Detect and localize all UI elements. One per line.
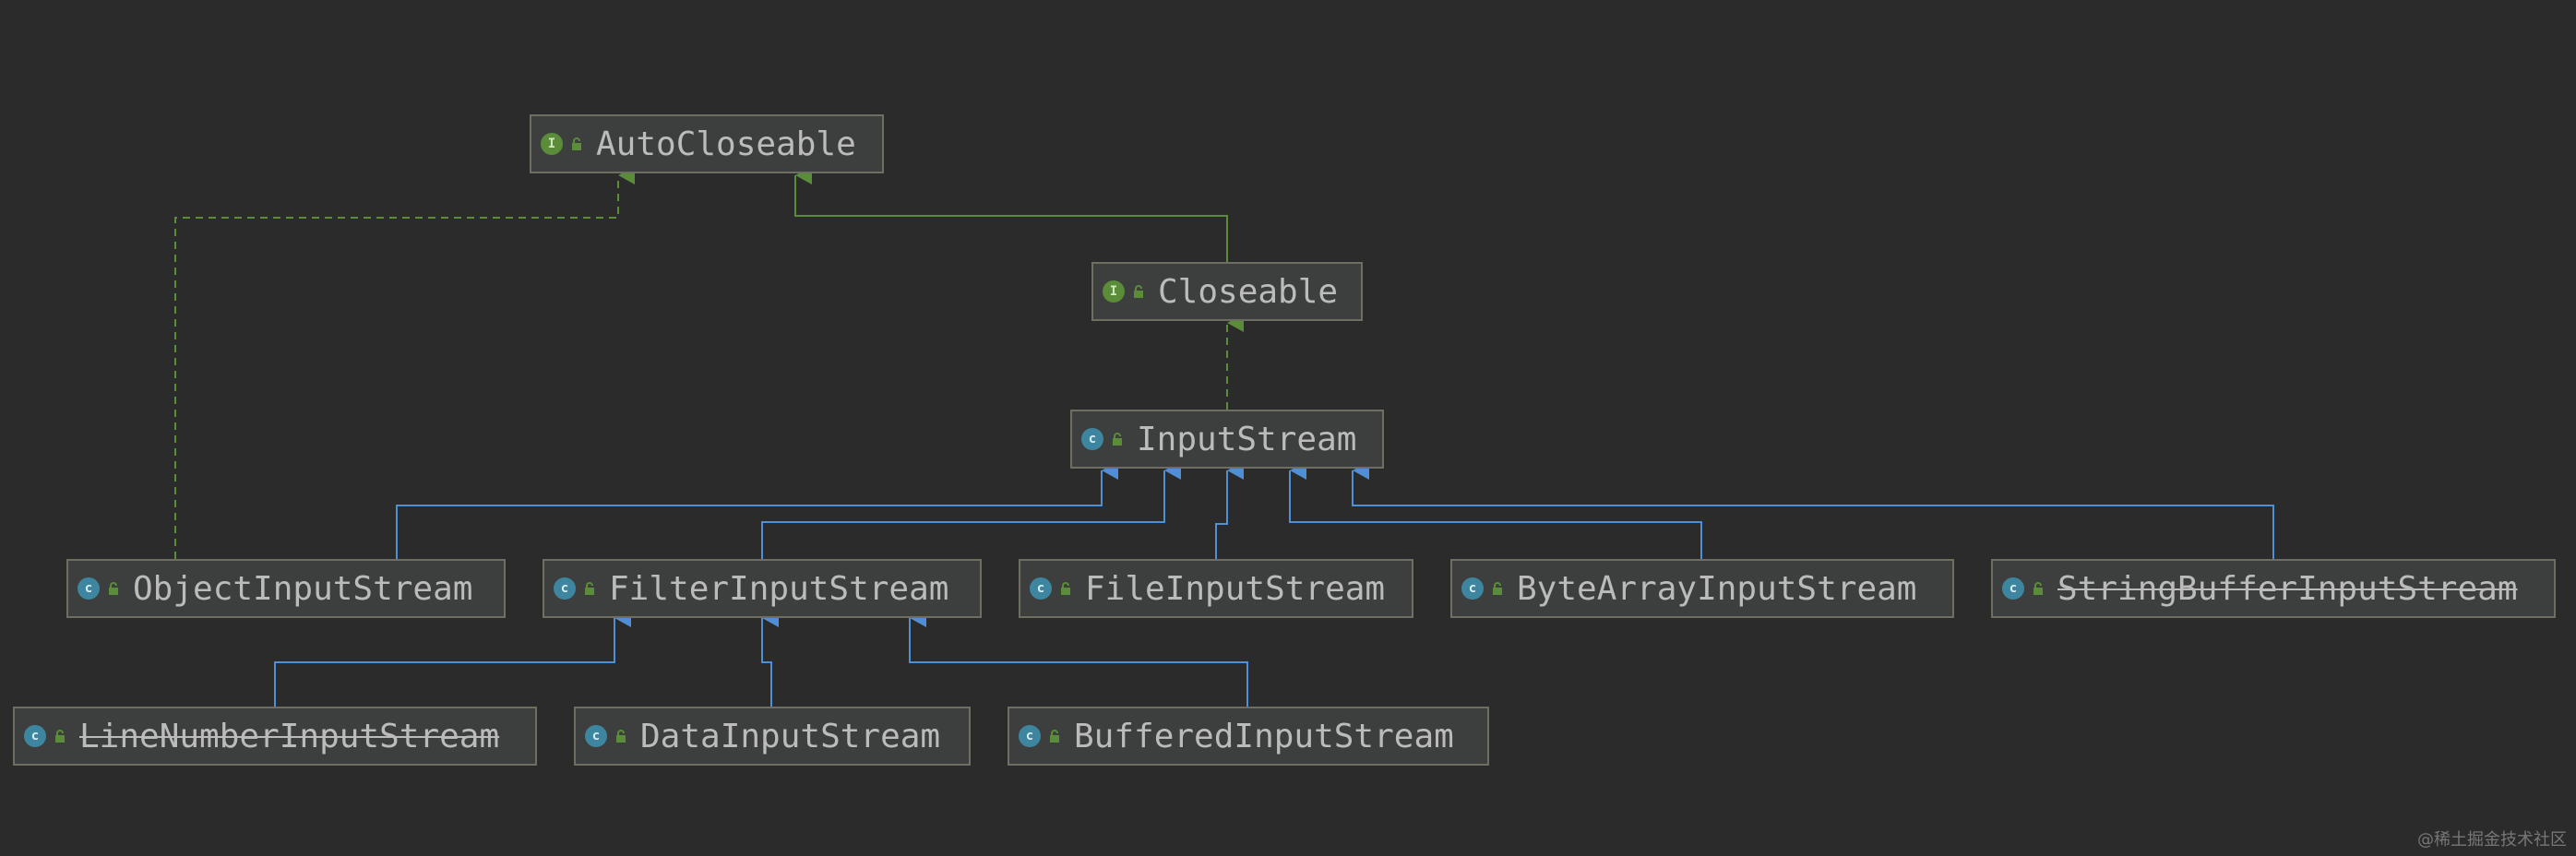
- lock-icon: [1113, 433, 1122, 446]
- node-label: InputStream: [1137, 420, 1357, 458]
- edge-bufferedinputstream-to-filterinputstream: [909, 609, 1248, 707]
- node-autocloseable[interactable]: I AutoCloseable: [530, 114, 884, 173]
- lock-icon: [1134, 285, 1143, 298]
- node-fileinputstream[interactable]: c FileInputStream: [1019, 559, 1413, 618]
- lock-icon: [55, 730, 65, 743]
- class-icon: c: [78, 577, 100, 600]
- class-icon: c: [585, 725, 607, 747]
- node-filterinputstream[interactable]: c FilterInputStream: [543, 559, 982, 618]
- class-icon: c: [24, 725, 46, 747]
- lock-icon: [585, 582, 594, 595]
- class-icon: c: [1019, 725, 1041, 747]
- class-icon: c: [554, 577, 576, 600]
- node-datainputstream[interactable]: c DataInputStream: [574, 707, 971, 766]
- node-linenumberinputstream[interactable]: c LineNumberInputStream: [13, 707, 537, 766]
- node-label: Closeable: [1158, 272, 1339, 311]
- node-bufferedinputstream[interactable]: c BufferedInputStream: [1008, 707, 1489, 766]
- edge-stringbufferinputstream-to-inputstream: [1352, 461, 2274, 559]
- node-stringbufferinputstream[interactable]: c StringBufferInputStream: [1991, 559, 2556, 618]
- node-label: ByteArrayInputStream: [1517, 569, 1917, 608]
- node-inputstream[interactable]: c InputStream: [1070, 410, 1384, 469]
- edge-datainputstream-to-filterinputstream: [761, 609, 779, 707]
- lock-icon: [1050, 730, 1059, 743]
- lock-icon: [572, 137, 581, 150]
- watermark: @稀土掘金技术社区: [2417, 830, 2567, 850]
- edge-bytearrayinputstream-to-inputstream: [1289, 461, 1702, 559]
- interface-icon: I: [1103, 280, 1125, 303]
- node-label: DataInputStream: [640, 717, 941, 755]
- lock-icon: [2033, 582, 2043, 595]
- edge-fileinputstream-to-inputstream: [1215, 461, 1244, 559]
- lock-icon: [1493, 582, 1502, 595]
- edge-filterinputstream-to-inputstream: [761, 461, 1181, 559]
- node-objectinputstream[interactable]: c ObjectInputStream: [66, 559, 506, 618]
- node-label: AutoCloseable: [596, 125, 856, 163]
- lock-icon: [109, 582, 118, 595]
- lock-icon: [616, 730, 626, 743]
- node-label: FilterInputStream: [609, 569, 949, 608]
- node-label: BufferedInputStream: [1074, 717, 1454, 755]
- node-label: StringBufferInputStream: [2057, 569, 2518, 608]
- lock-icon: [1061, 582, 1070, 595]
- edge-closeable-to-autocloseable: [794, 166, 1228, 262]
- interface-icon: I: [541, 133, 563, 155]
- class-icon: c: [2002, 577, 2024, 600]
- node-label: FileInputStream: [1085, 569, 1386, 608]
- edge-objectinputstream-to-autocloseable: [174, 166, 635, 559]
- node-label: ObjectInputStream: [133, 569, 473, 608]
- node-label: LineNumberInputStream: [79, 717, 500, 755]
- class-icon: c: [1030, 577, 1052, 600]
- edge-linenumberinputstream-to-filterinputstream: [274, 609, 631, 707]
- edge-objectinputstream-to-inputstream: [396, 461, 1118, 559]
- class-icon: c: [1081, 428, 1103, 450]
- node-closeable[interactable]: I Closeable: [1091, 262, 1363, 321]
- node-bytearrayinputstream[interactable]: c ByteArrayInputStream: [1450, 559, 1954, 618]
- class-icon: c: [1461, 577, 1484, 600]
